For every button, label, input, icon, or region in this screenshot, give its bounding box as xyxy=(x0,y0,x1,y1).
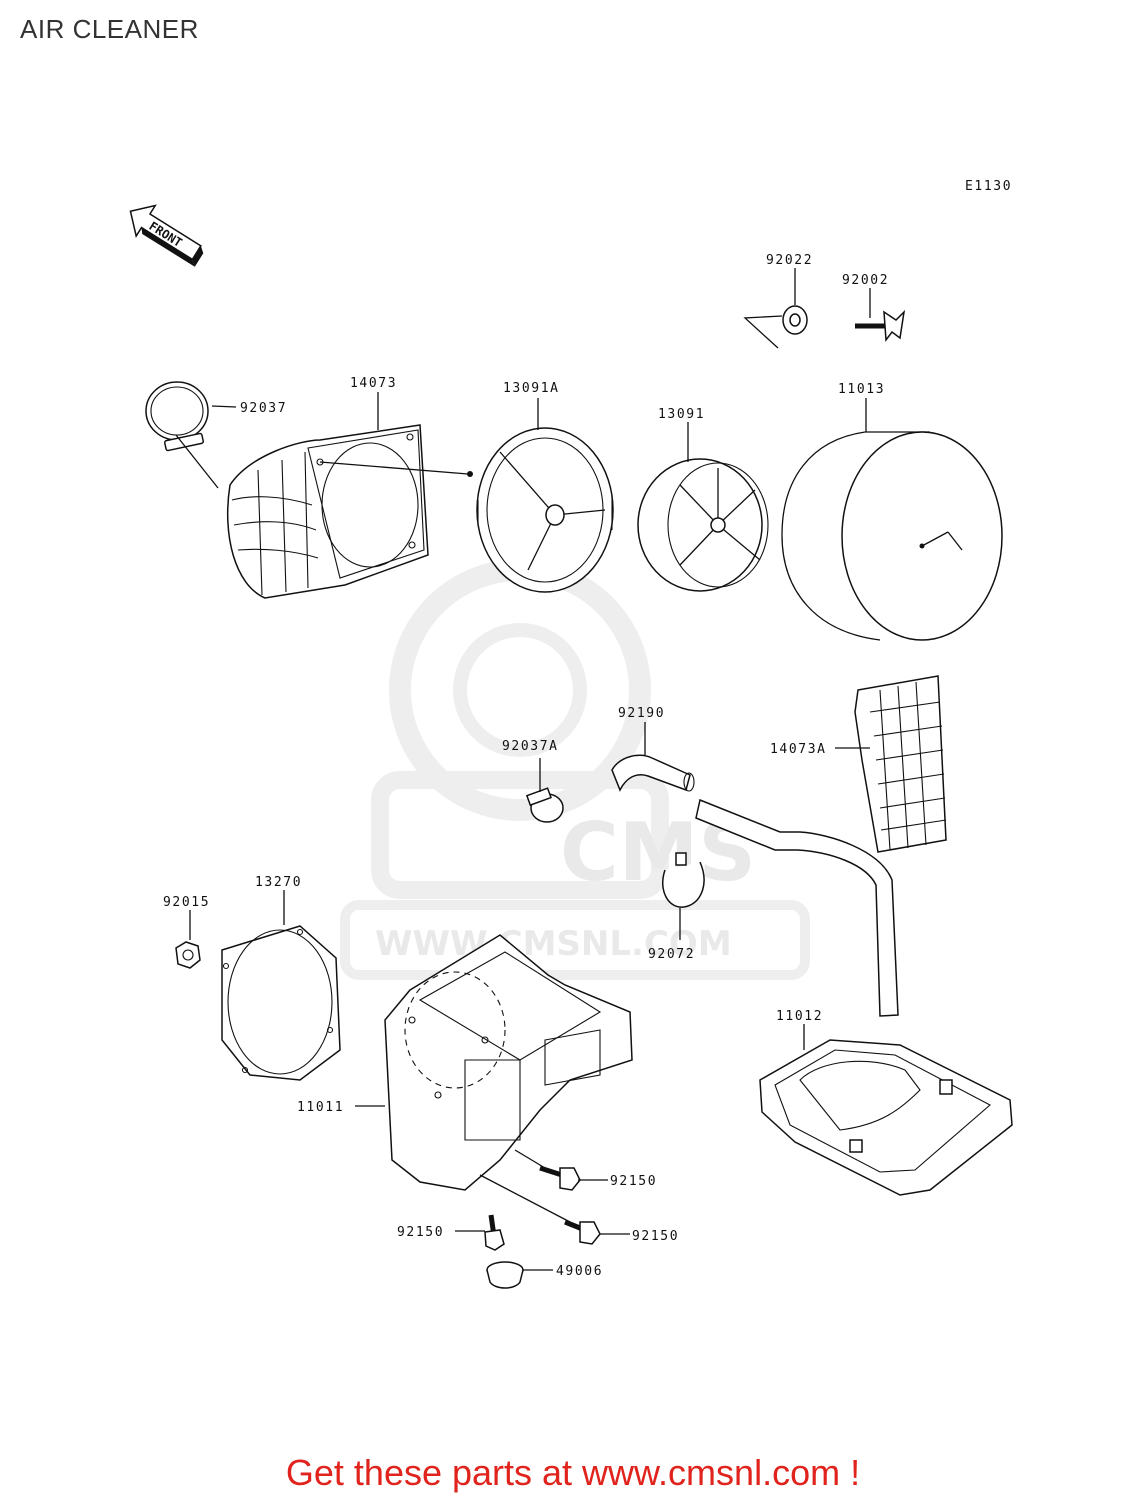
part-label-49006: 49006 xyxy=(556,1264,603,1279)
part-label-92002: 92002 xyxy=(842,273,889,288)
cover-11012: 11012 xyxy=(759,1009,1013,1196)
bolt-92150-right: 92150 xyxy=(514,1149,657,1191)
part-label-14073: 14073 xyxy=(350,376,397,391)
part-label-11012: 11012 xyxy=(776,1009,823,1024)
filter-cage-13091: 13091 xyxy=(637,407,769,592)
part-label-92015: 92015 xyxy=(163,895,210,910)
part-label-92022: 92022 xyxy=(766,253,813,268)
exploded-parts-diagram: CMS WWW.CMSNL.COM E1130 FRONT 92022 9200… xyxy=(129,179,1013,1289)
wing-bolt-92002: 92002 xyxy=(842,273,906,343)
cms-watermark: CMS WWW.CMSNL.COM xyxy=(340,559,810,980)
part-label-92072: 92072 xyxy=(648,947,695,962)
breather-hose-92190: 92190 xyxy=(611,706,899,1017)
filter-holder-13091a: 13091A xyxy=(467,381,614,593)
part-label-13270: 13270 xyxy=(255,875,302,890)
nut-92015: 92015 xyxy=(163,895,210,969)
page-title: AIR CLEANER xyxy=(20,14,199,44)
part-label-14073a: 14073A xyxy=(770,742,827,757)
cap-49006: 49006 xyxy=(486,1261,603,1289)
gasket-13270: 13270 xyxy=(221,875,341,1081)
washer-92022: 92022 xyxy=(743,253,813,349)
part-label-11011: 11011 xyxy=(297,1100,344,1115)
watermark-url: WWW.CMSNL.COM xyxy=(375,924,732,964)
clamp-92037: 92037 xyxy=(145,381,287,489)
bolt-92150-bottom: 92150 xyxy=(397,1214,505,1251)
bolt-92150-lower-right: 92150 xyxy=(479,1174,679,1245)
part-label-92150-c: 92150 xyxy=(397,1225,444,1240)
intake-duct-14073: 14073 xyxy=(226,376,469,599)
housing-11011: 11011 xyxy=(297,934,633,1191)
clamp-92072: 92072 xyxy=(648,852,705,962)
part-label-92150-a: 92150 xyxy=(610,1174,657,1189)
clamp-92037a: 92037A xyxy=(502,739,564,823)
part-label-13091a: 13091A xyxy=(503,381,560,396)
part-label-92150-b: 92150 xyxy=(632,1229,679,1244)
front-arrow-icon: FRONT xyxy=(129,204,204,267)
part-label-13091: 13091 xyxy=(658,407,705,422)
get-parts-link[interactable]: Get these parts at www.cmsnl.com ! xyxy=(285,1452,861,1493)
diagram-code: E1130 xyxy=(965,179,1012,194)
part-label-92190: 92190 xyxy=(618,706,665,721)
part-label-11013: 11013 xyxy=(838,382,885,397)
duct-14073a: 14073A xyxy=(770,675,947,853)
part-label-92037: 92037 xyxy=(240,401,287,416)
filter-element-11013: 11013 xyxy=(781,382,1003,641)
part-label-92037a: 92037A xyxy=(502,739,559,754)
